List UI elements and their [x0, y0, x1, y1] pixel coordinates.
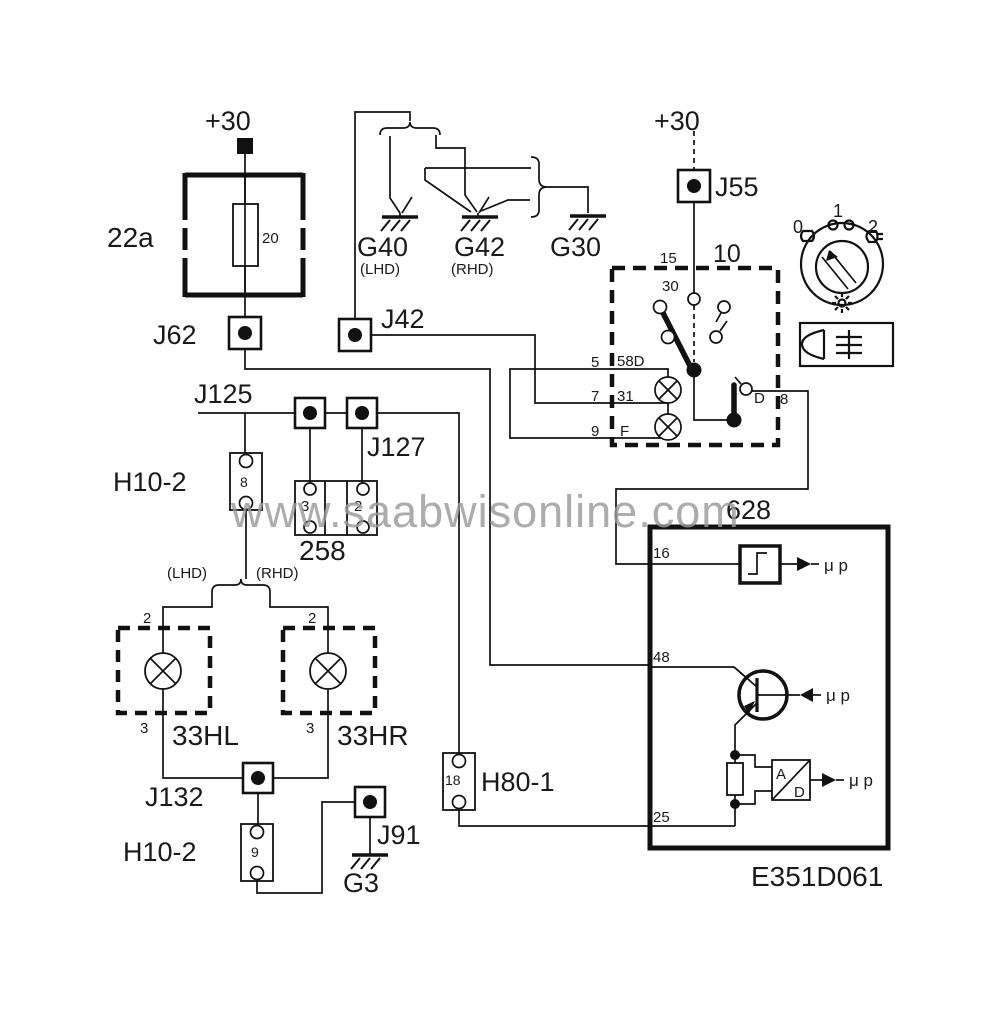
switch-pin-7: 7 — [591, 388, 599, 405]
lamp-33hr — [280, 625, 378, 716]
connector-j132-label: J132 — [145, 782, 204, 812]
ground-g40-label: G40 — [357, 232, 408, 262]
ecu-label: 628 — [726, 495, 771, 525]
connector-j55 — [676, 168, 712, 204]
connector-j125-label: J125 — [194, 379, 253, 409]
lamp-33hl-pin3: 3 — [140, 720, 148, 737]
light-switch-unit — [609, 265, 781, 448]
splice-pin-3: 3 — [301, 498, 309, 515]
ground-g3-icon — [350, 853, 388, 870]
ground-g40-note: (LHD) — [360, 261, 400, 278]
indicator-lamp-icon-2 — [654, 413, 682, 441]
ground-g30-label: G30 — [550, 232, 601, 262]
ground-g3-label: G3 — [343, 868, 379, 898]
lamp-right-note: (RHD) — [256, 565, 299, 582]
switch-pin-58d: 58D — [617, 353, 645, 370]
switch-pin-15: 15 — [660, 250, 677, 267]
switch-pin-31: 31 — [617, 388, 634, 405]
ground-g42-icon — [460, 215, 498, 232]
knob-pos-2: 2 — [868, 217, 878, 237]
lamp-left-note: (LHD) — [167, 565, 207, 582]
ground-g42-note: (RHD) — [451, 261, 494, 278]
connector-j42 — [337, 317, 373, 353]
lamp-33hl — [115, 625, 213, 716]
transistor-icon — [733, 666, 821, 751]
plus30-left-terminal — [237, 138, 253, 154]
connector-j132 — [241, 761, 275, 795]
lhd-rhd-brace — [211, 578, 271, 593]
split-brace — [379, 121, 441, 136]
h80-component — [442, 752, 476, 811]
headlamp-icon — [798, 321, 895, 368]
switch-pin-30: 30 — [662, 278, 679, 295]
ecu-pin-25: 25 — [653, 809, 670, 826]
lamp-33hr-pin3: 3 — [306, 720, 314, 737]
connector-j91 — [353, 785, 387, 819]
microprocessor-label-1: μ p — [824, 556, 848, 575]
switch-pin-f: F — [620, 423, 629, 440]
ecu-628 — [647, 524, 891, 851]
ecu-pin-48: 48 — [653, 649, 670, 666]
light-switch-knob-icon — [799, 219, 885, 313]
h10-front-component — [229, 452, 263, 511]
fuse-box-22a: 20 — [182, 172, 306, 298]
lamp-33hl-label: 33HL — [172, 720, 239, 751]
harness-split — [379, 121, 606, 232]
connector-j127 — [345, 396, 379, 430]
splice-pin-2: 2 — [354, 498, 362, 515]
resistor-icon — [726, 762, 744, 796]
fuse-rating: 20 — [262, 230, 279, 247]
lamp-33hr-pin2: 2 — [308, 610, 316, 627]
plus30-left-label: +30 — [205, 106, 251, 136]
wires — [162, 111, 809, 894]
microprocessor-label-2: μ p — [826, 686, 850, 705]
connector-j127-label: J127 — [367, 432, 426, 462]
switch-pin-d: D — [754, 390, 765, 407]
plus30-right-label: +30 — [654, 106, 700, 136]
watermark: www.saabwisonline.com — [230, 486, 740, 537]
h80-pin: 18 — [445, 772, 461, 788]
connector-j91-label: J91 — [377, 820, 421, 850]
h10-front-label: H10-2 — [113, 467, 187, 497]
switch-label-10: 10 — [713, 240, 741, 268]
sun-icon — [832, 293, 852, 313]
group-brace — [530, 156, 548, 218]
splice-label: 258 — [299, 535, 346, 566]
adc-d-label: D — [794, 784, 805, 801]
lamp-33hl-pin2: 2 — [143, 610, 151, 627]
ground-g40-icon — [380, 215, 418, 232]
ecu-pin-16: 16 — [653, 545, 670, 562]
h10-front-pin: 8 — [240, 474, 248, 490]
microprocessor-label-3: μ p — [849, 771, 873, 790]
step-function-icon — [738, 544, 782, 585]
switch-pin-5: 5 — [591, 354, 599, 371]
knob-pos-1: 1 — [833, 201, 843, 221]
ecu-id: E351D061 — [751, 861, 883, 892]
connector-j125 — [293, 396, 327, 430]
h80-label: H80-1 — [481, 767, 555, 797]
switch-pin-9: 9 — [591, 423, 599, 440]
connector-j62 — [227, 315, 263, 351]
switch-pin-8: 8 — [780, 391, 788, 408]
adc-a-label: A — [776, 766, 786, 783]
connector-j55-label: J55 — [715, 172, 759, 202]
connector-j42-label: J42 — [381, 304, 425, 334]
knob-pos-0: 0 — [793, 217, 803, 237]
h10-rear-label: H10-2 — [123, 837, 197, 867]
h10-rear-pin: 9 — [251, 844, 259, 860]
lamp-33hr-label: 33HR — [337, 720, 409, 751]
fuse-box-label: 22a — [107, 222, 154, 253]
ground-g30-icon — [568, 214, 606, 231]
connector-j62-label: J62 — [153, 320, 197, 350]
h10-rear-component — [240, 823, 274, 882]
fuse-element — [232, 203, 259, 267]
indicator-lamp-icon — [654, 376, 682, 404]
ground-g42-label: G42 — [454, 232, 505, 262]
splice-258 — [294, 480, 378, 536]
